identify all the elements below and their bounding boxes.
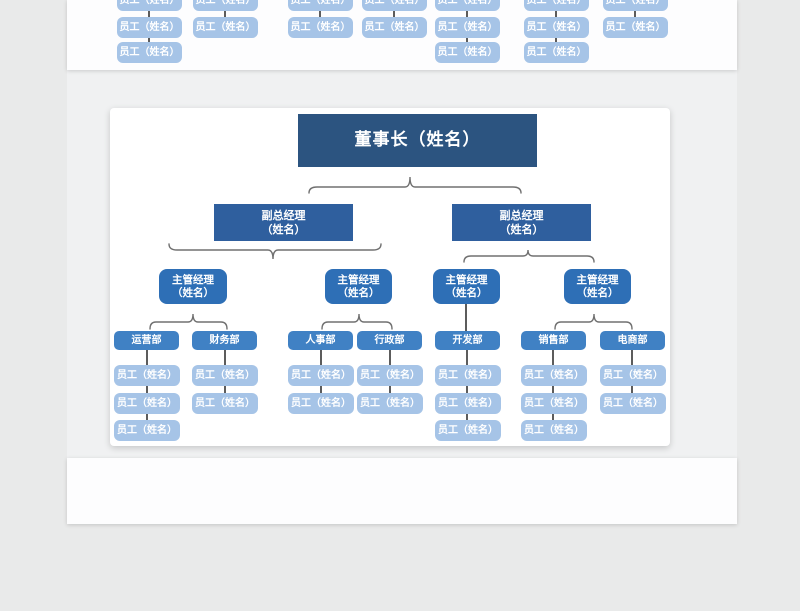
employee-box: 员工（姓名） xyxy=(117,17,182,38)
employee-box: 员工（姓名） xyxy=(288,393,354,414)
connector-line xyxy=(555,11,557,17)
connector-line xyxy=(146,350,148,365)
employee-box: 员工（姓名） xyxy=(600,393,666,414)
connector-line xyxy=(389,350,391,365)
box-label-line2: （姓名） xyxy=(337,286,380,299)
connector-line xyxy=(393,11,395,17)
connector-line xyxy=(466,11,468,17)
connector-line xyxy=(631,350,633,365)
employee-box: 员工（姓名） xyxy=(435,0,500,11)
connector-line xyxy=(224,11,226,17)
preview-page: 员工（姓名） 员工（姓名） 员工（姓名） 员工（姓名） 员工（姓名） 员工（姓名… xyxy=(67,0,737,524)
connector-line xyxy=(148,38,150,42)
employee-box: 员工（姓名） xyxy=(603,17,668,38)
employee-box: 员工（姓名） xyxy=(117,0,182,11)
connector-line xyxy=(555,38,557,42)
department-box-ecommerce: 电商部 xyxy=(600,331,665,350)
connector-line xyxy=(224,350,226,365)
chairman-box: 董事长（姓名） xyxy=(298,114,537,167)
brace-connector-vp-right xyxy=(463,249,595,263)
department-box-sales: 销售部 xyxy=(521,331,586,350)
employee-box: 员工（姓名） xyxy=(114,393,180,414)
box-label-line2: （姓名） xyxy=(576,286,619,299)
connector-line xyxy=(466,414,468,420)
employee-box: 员工（姓名） xyxy=(435,420,501,441)
box-label-line1: 主管经理 xyxy=(172,273,214,286)
connector-line xyxy=(146,414,148,420)
employee-box: 员工（姓名） xyxy=(192,393,258,414)
department-box-operations: 运营部 xyxy=(114,331,179,350)
employee-box: 员工（姓名） xyxy=(524,42,589,63)
box-label-line1: 主管经理 xyxy=(337,273,380,286)
employee-box: 员工（姓名） xyxy=(288,17,353,38)
employee-box: 员工（姓名） xyxy=(603,0,668,11)
department-box-admin: 行政部 xyxy=(357,331,422,350)
box-label-line1: 主管经理 xyxy=(576,273,619,286)
box-label-line2: （姓名） xyxy=(445,286,488,299)
connector-line xyxy=(148,11,150,17)
employee-box: 员工（姓名） xyxy=(114,420,180,441)
box-label-line2: （姓名） xyxy=(499,222,544,236)
connector-line xyxy=(224,386,226,393)
connector-line xyxy=(319,11,321,17)
employee-box: 员工（姓名） xyxy=(117,42,182,63)
employee-box: 员工（姓名） xyxy=(362,0,427,11)
employee-box: 员工（姓名） xyxy=(193,17,258,38)
vice-gm-box-left: 副总经理 （姓名） xyxy=(214,204,353,241)
employee-box: 员工（姓名） xyxy=(192,365,258,386)
employee-box: 员工（姓名） xyxy=(193,0,258,11)
box-label-line1: 主管经理 xyxy=(445,273,488,286)
org-chart-panel: 董事长（姓名） 副总经理 （姓名） 副总经理 （姓名） 主管经理 （姓名） xyxy=(110,108,670,446)
employee-box: 员工（姓名） xyxy=(435,42,500,63)
manager-box-1: 主管经理 （姓名） xyxy=(159,269,227,304)
department-box-hr: 人事部 xyxy=(288,331,353,350)
brace-connector-mgr2 xyxy=(321,313,393,330)
employee-box: 员工（姓名） xyxy=(521,365,587,386)
employee-box: 员工（姓名） xyxy=(521,393,587,414)
brace-connector-chairman xyxy=(308,176,522,194)
vice-gm-box-right: 副总经理 （姓名） xyxy=(452,204,591,241)
box-label-line1: 副总经理 xyxy=(499,209,544,223)
employee-box: 员工（姓名） xyxy=(600,365,666,386)
manager-box-2: 主管经理 （姓名） xyxy=(325,269,392,304)
connector-line xyxy=(552,350,554,365)
connector-line xyxy=(320,350,322,365)
box-label-line1: 副总经理 xyxy=(261,209,306,223)
employee-box: 员工（姓名） xyxy=(435,393,501,414)
employee-box: 员工（姓名） xyxy=(288,365,354,386)
employee-box: 员工（姓名） xyxy=(357,365,423,386)
connector-line xyxy=(634,11,636,17)
employee-box: 员工（姓名） xyxy=(524,0,589,11)
manager-box-3: 主管经理 （姓名） xyxy=(433,269,500,304)
department-box-finance: 财务部 xyxy=(192,331,257,350)
employee-box: 员工（姓名） xyxy=(521,420,587,441)
brace-connector-vp-left xyxy=(168,243,382,260)
connector-line xyxy=(466,386,468,393)
connector-line xyxy=(631,386,633,393)
manager-box-4: 主管经理 （姓名） xyxy=(564,269,631,304)
employee-box: 员工（姓名） xyxy=(435,17,500,38)
connector-line xyxy=(552,414,554,420)
employee-box: 员工（姓名） xyxy=(362,17,427,38)
employee-box: 员工（姓名） xyxy=(288,0,353,11)
top-sheet-cutoff: 员工（姓名） 员工（姓名） 员工（姓名） 员工（姓名） 员工（姓名） 员工（姓名… xyxy=(67,0,737,70)
box-label-line2: （姓名） xyxy=(261,222,306,236)
employee-box: 员工（姓名） xyxy=(357,393,423,414)
connector-line xyxy=(146,386,148,393)
employee-box: 员工（姓名） xyxy=(524,17,589,38)
bottom-sheet xyxy=(67,458,737,524)
box-label-line2: （姓名） xyxy=(172,286,214,299)
employee-box: 员工（姓名） xyxy=(435,365,501,386)
connector-line xyxy=(466,38,468,42)
brace-connector-mgr1 xyxy=(149,313,228,330)
connector-line xyxy=(320,386,322,393)
employee-box: 员工（姓名） xyxy=(114,365,180,386)
brace-connector-mgr4 xyxy=(554,313,633,330)
connector-line xyxy=(389,386,391,393)
connector-line-mgr3 xyxy=(465,304,467,331)
department-box-dev: 开发部 xyxy=(435,331,500,350)
connector-line xyxy=(466,350,468,365)
connector-line xyxy=(552,386,554,393)
